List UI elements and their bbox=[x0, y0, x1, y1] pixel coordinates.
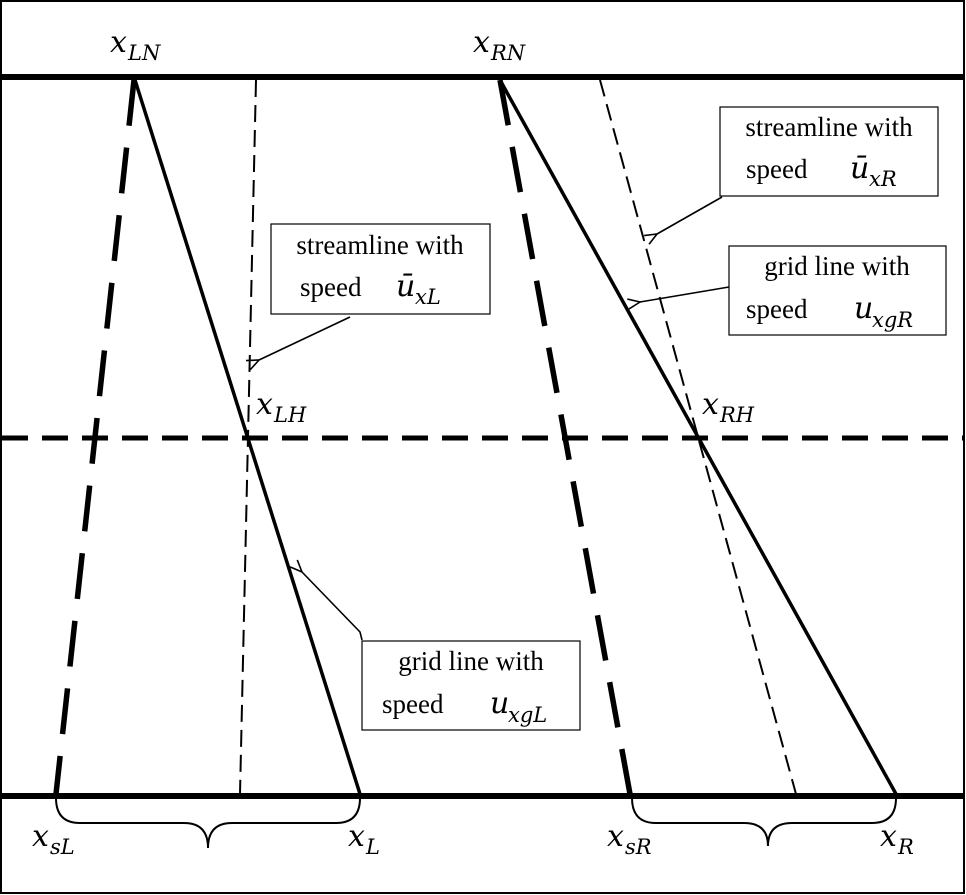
svg-text:RH: RH bbox=[719, 403, 755, 427]
label-x-RH: x RH bbox=[702, 387, 755, 427]
label-x-LN: x LN bbox=[110, 25, 161, 65]
label-x-sR: x sR bbox=[607, 819, 652, 859]
svg-text:sL: sL bbox=[50, 835, 75, 859]
left-shock-dashed-line bbox=[53, 79, 137, 795]
box-symbol-subscript: xgL bbox=[508, 703, 547, 727]
box-symbol-subscript: xL bbox=[415, 285, 441, 309]
streamline-right-box: streamline with speed ū xR bbox=[719, 106, 939, 197]
box-symbol-subscript: xgR bbox=[872, 308, 913, 332]
gridline-left-arrow bbox=[302, 572, 363, 641]
box-line1: grid line with bbox=[764, 251, 910, 281]
svg-text:R: R bbox=[897, 835, 914, 859]
right-grid-line bbox=[498, 79, 898, 795]
svg-text:x: x bbox=[348, 819, 365, 854]
label-x-LH: x LH bbox=[256, 387, 307, 427]
streamline-right-arrow bbox=[657, 196, 723, 234]
box-line2: speed bbox=[382, 689, 444, 719]
svg-text:x: x bbox=[110, 25, 127, 60]
gridline-left-box: grid line with speed u xgL bbox=[361, 640, 581, 731]
svg-text:LN: LN bbox=[127, 41, 161, 65]
box-symbol: u bbox=[854, 291, 873, 326]
svg-text:x: x bbox=[256, 387, 273, 422]
box-line2: speed bbox=[746, 154, 808, 184]
svg-text:x: x bbox=[32, 819, 49, 854]
streamline-left-box: streamline with speed ū xL bbox=[270, 223, 491, 315]
label-x-L: x L bbox=[348, 819, 380, 859]
box-symbol: u bbox=[490, 686, 509, 721]
label-x-R: x R bbox=[880, 819, 914, 859]
box-symbol: ū bbox=[396, 269, 415, 304]
svg-text:LH: LH bbox=[273, 403, 307, 427]
svg-text:x: x bbox=[702, 387, 719, 422]
svg-text:x: x bbox=[607, 819, 624, 854]
label-x-sL: x sL bbox=[32, 819, 75, 859]
gridline-right-arrow bbox=[640, 286, 730, 302]
gridline-right-box: grid line with speed u xgR bbox=[728, 245, 947, 336]
right-brace bbox=[631, 797, 897, 847]
label-x-RN: x RN bbox=[473, 25, 526, 65]
box-line1: grid line with bbox=[398, 646, 544, 676]
left-brace bbox=[55, 797, 361, 849]
svg-text:L: L bbox=[365, 835, 380, 859]
box-symbol: ū bbox=[850, 151, 869, 186]
svg-text:x: x bbox=[880, 819, 897, 854]
box-line1: streamline with bbox=[296, 230, 464, 260]
left-streamline bbox=[239, 79, 257, 795]
svg-text:x: x bbox=[473, 25, 490, 60]
streamline-left-arrow bbox=[259, 316, 351, 360]
box-line1: streamline with bbox=[745, 112, 913, 142]
svg-text:RN: RN bbox=[490, 41, 526, 65]
box-line2: speed bbox=[300, 272, 362, 302]
box-line2: speed bbox=[746, 294, 808, 324]
svg-text:sR: sR bbox=[625, 835, 652, 859]
box-symbol-subscript: xR bbox=[869, 167, 897, 191]
right-shock-dashed-line bbox=[497, 79, 633, 795]
